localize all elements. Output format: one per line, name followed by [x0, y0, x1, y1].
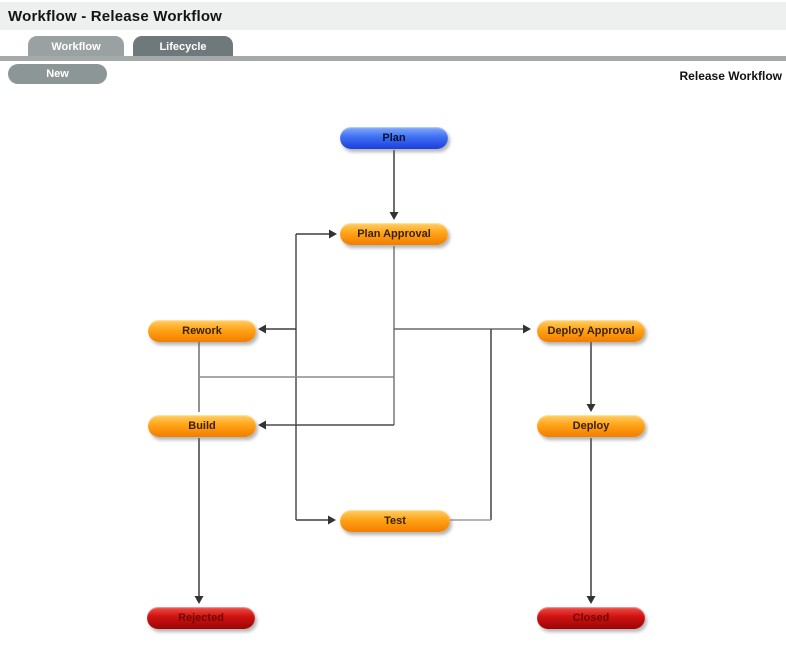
workflow-node-closed[interactable]: Closed — [537, 607, 645, 629]
page-title: Workflow - Release Workflow — [0, 2, 786, 30]
arrowhead-deploy-to-closed — [586, 596, 596, 604]
workflow-node-rework[interactable]: Rework — [148, 320, 256, 342]
arrowhead-into-plan-approval-left — [329, 229, 337, 239]
workflow-node-plan-approval[interactable]: Plan Approval — [340, 223, 448, 245]
tab-workflow[interactable]: Workflow — [28, 36, 124, 57]
arrowhead-plan-to-plan-approval — [389, 212, 399, 220]
workflow-node-plan[interactable]: Plan — [340, 127, 448, 149]
workflow-node-deploy-approval[interactable]: Deploy Approval — [537, 320, 645, 342]
tab-underline-bar — [0, 56, 786, 61]
workflow-node-test[interactable]: Test — [340, 510, 450, 532]
arrowhead-into-test-left — [328, 515, 336, 525]
arrowhead-deploy-approval-to-deploy — [586, 404, 596, 412]
tab-lifecycle[interactable]: Lifecycle — [133, 36, 233, 57]
arrowhead-into-deploy-approval-left — [523, 324, 531, 334]
connector-layer — [194, 150, 596, 604]
arrowhead-into-rework-right — [258, 324, 266, 334]
workflow-node-rejected[interactable]: Rejected — [147, 607, 255, 629]
workflow-node-build[interactable]: Build — [148, 415, 256, 437]
new-button[interactable]: New — [8, 64, 107, 84]
page-title-text: Workflow - Release Workflow — [8, 7, 223, 25]
arrowhead-build-to-rejected — [194, 596, 204, 604]
workflow-node-deploy[interactable]: Deploy — [537, 415, 645, 437]
arrowhead-into-build-right — [258, 420, 266, 430]
view-title: Release Workflow — [679, 69, 782, 83]
